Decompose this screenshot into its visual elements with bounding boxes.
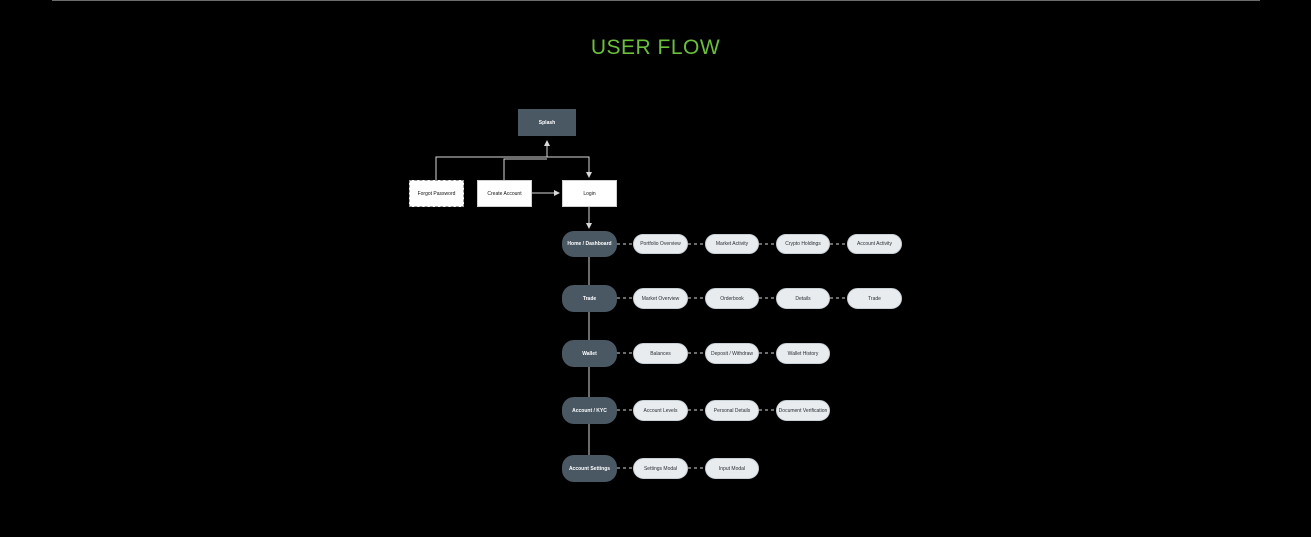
node-trade: Trade (847, 288, 902, 309)
node-account-levels: Account Levels (633, 400, 688, 421)
node-forgot-password: Forgot Password (409, 180, 464, 207)
node-market-activity: Market Activity (705, 234, 759, 254)
node-wallet-history: Wallet History (776, 343, 830, 364)
node-settings-modal: Settings Modal (633, 458, 688, 479)
node-deposit-withdraw: Deposit / Withdraw (705, 343, 759, 364)
node-login: Login (562, 180, 617, 207)
connector-create-splash (503, 158, 547, 180)
node-section-wallet: Wallet (562, 340, 617, 367)
page-title: USER FLOW (590, 36, 721, 59)
node-splash: Splash (518, 109, 576, 136)
node-orderbook: Orderbook (705, 288, 759, 309)
node-details: Details (776, 288, 830, 309)
node-crypto-holdings: Crypto Holdings (776, 234, 830, 254)
node-market-overview: Market Overview (633, 288, 688, 309)
node-section-trade: Trade (562, 285, 617, 312)
node-section-home-dashboard: Home / Dashboard (562, 231, 617, 257)
node-account-activity: Account Activity (847, 234, 902, 254)
connector-splash-login (547, 156, 592, 178)
top-divider (52, 0, 1260, 1)
node-document-verification: Document Verification (776, 400, 830, 421)
node-input-modal: Input Modal (705, 458, 759, 479)
node-personal-details: Personal Details (705, 400, 759, 421)
node-portfolio-overview: Portfolio Overview (633, 234, 688, 254)
node-balances: Balances (633, 343, 688, 364)
node-section-account-kyc: Account / KYC (562, 397, 617, 424)
node-create-account: Create Account (477, 180, 532, 207)
connector-splash-forgot (435, 140, 550, 180)
node-section-account-settings: Account Settings (562, 455, 617, 482)
